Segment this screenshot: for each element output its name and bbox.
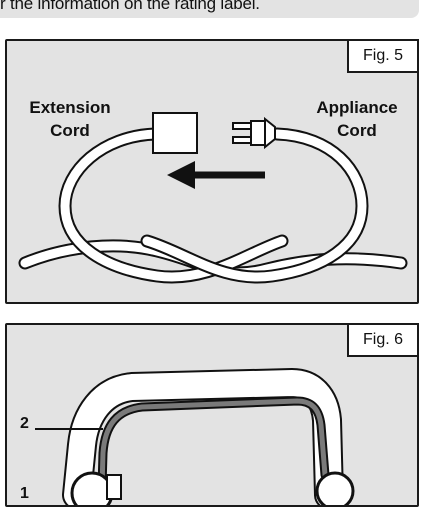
info-banner: r the information on the rating label. [0, 0, 419, 18]
figure-5-label: Fig. 5 [347, 39, 419, 73]
callout-1: 1 [20, 485, 29, 502]
info-banner-text: r the information on the rating label. [0, 0, 260, 13]
figure-5-panel: Extension Cord Appliance Cord Fig. 5 [5, 39, 419, 304]
figure-6-label: Fig. 6 [347, 323, 419, 357]
callout-2: 2 [20, 415, 29, 432]
figure-6-panel: 2 1 Fig. 6 [5, 323, 419, 507]
direction-arrow-icon [167, 161, 265, 189]
appliance-cord-label: Appliance Cord [316, 98, 398, 140]
cord-knot-illustration [18, 112, 408, 284]
socket-icon [152, 112, 198, 154]
plug-icon [232, 116, 276, 150]
extension-cord-label: Extension Cord [29, 98, 111, 140]
